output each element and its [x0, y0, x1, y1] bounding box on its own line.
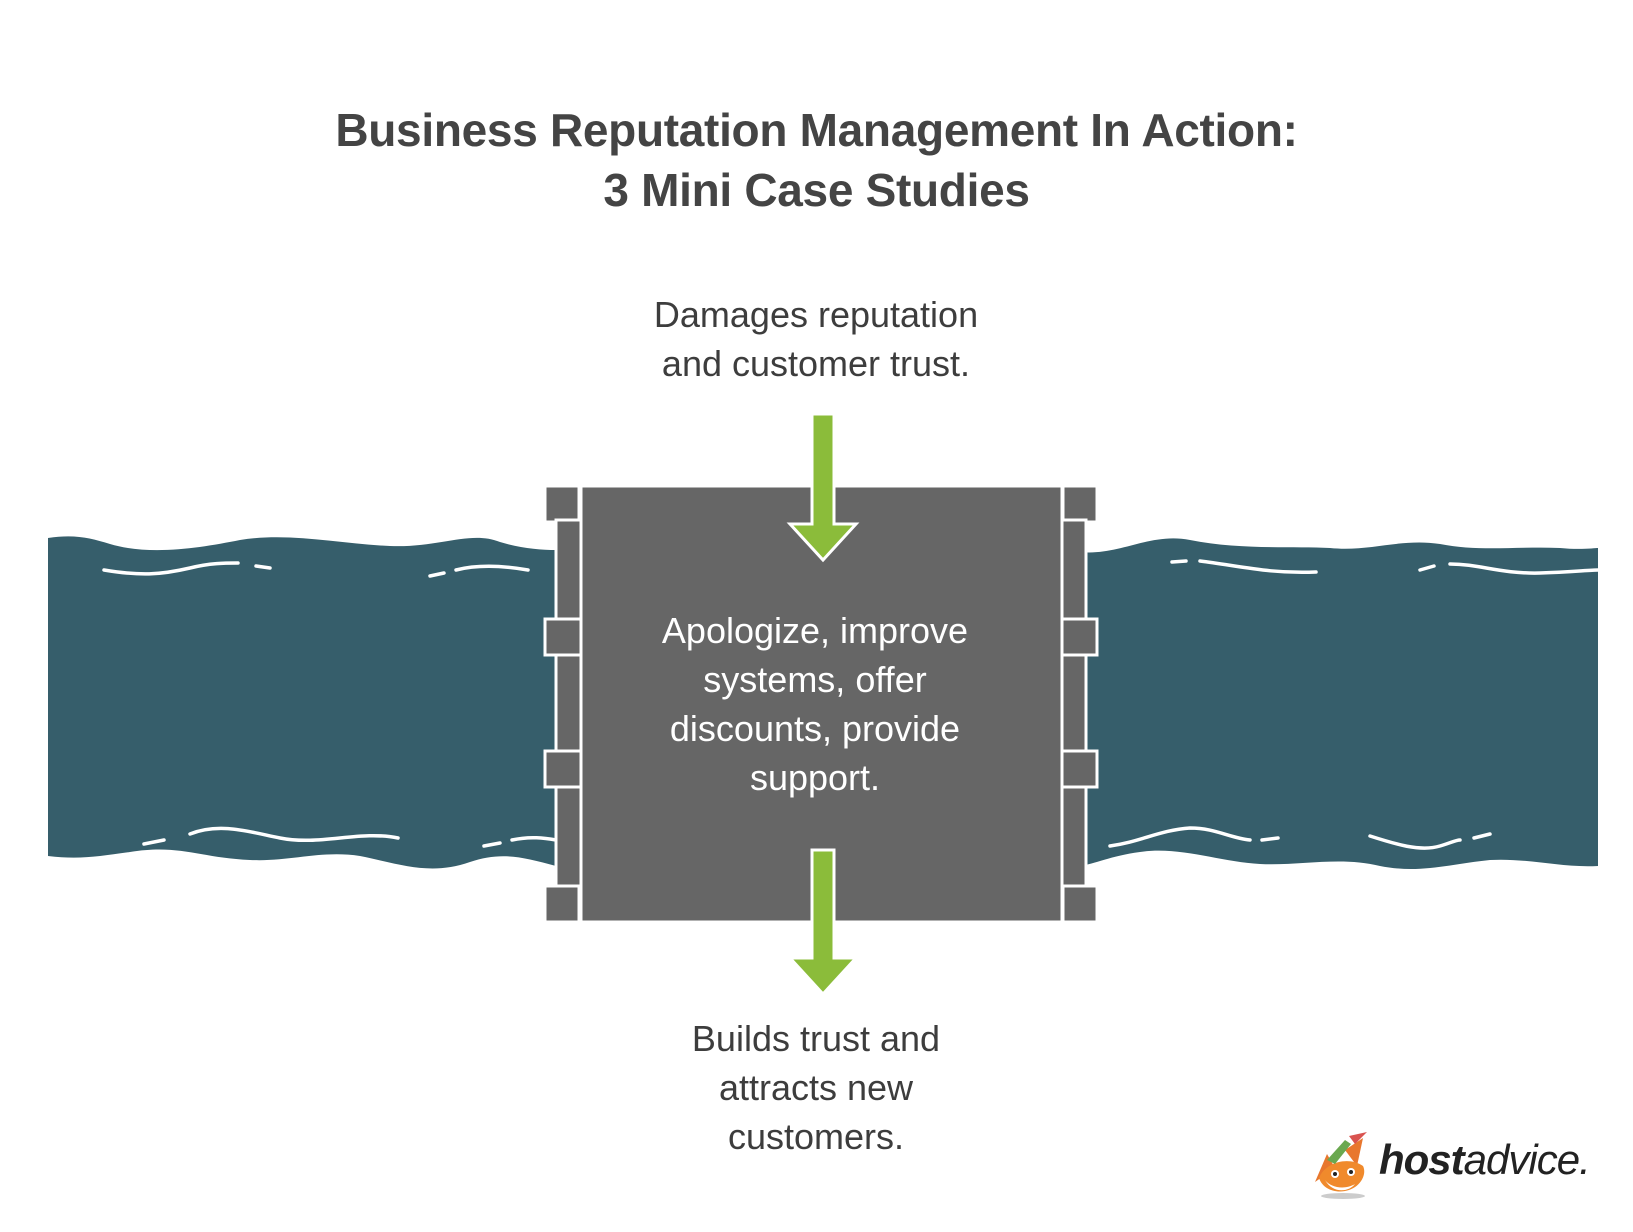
outcome-line-2: attracts new [718, 1067, 914, 1108]
problem-line-1: Damages reputation [653, 294, 979, 335]
left-wave-lines [102, 561, 558, 848]
right-wave-lines [1108, 559, 1600, 850]
dam-frame [543, 484, 1099, 924]
action-text: Apologize, improve systems, offer discou… [590, 606, 1040, 802]
right-river [1080, 538, 1598, 870]
logo-wordmark: hostadvice. [1379, 1136, 1591, 1184]
title-line-1: Business Reputation Management In Action… [335, 104, 1298, 156]
action-line-4: support. [749, 757, 881, 798]
arrow-out-of-dam [786, 848, 860, 997]
arrow-into-dam [786, 412, 860, 563]
problem-caption: Damages reputation and customer trust. [566, 290, 1066, 388]
logo-wordmark-light: advice. [1463, 1136, 1591, 1183]
left-river [48, 536, 556, 869]
action-line-1: Apologize, improve [661, 610, 969, 651]
title-line-2: 3 Mini Case Studies [603, 164, 1030, 216]
outcome-line-3: customers. [727, 1116, 905, 1157]
action-line-3: discounts, provide [669, 708, 961, 749]
problem-line-2: and customer trust. [661, 343, 971, 384]
fox-mascot-icon [1315, 1132, 1367, 1199]
outcome-line-1: Builds trust and [691, 1018, 941, 1059]
hostadvice-logo: hostadvice. [1305, 1130, 1605, 1200]
outcome-caption: Builds trust and attracts new customers. [566, 1014, 1066, 1161]
page-title: Business Reputation Management In Action… [0, 100, 1633, 220]
action-line-2: systems, offer [703, 659, 927, 700]
logo-wordmark-bold: host [1379, 1136, 1465, 1183]
